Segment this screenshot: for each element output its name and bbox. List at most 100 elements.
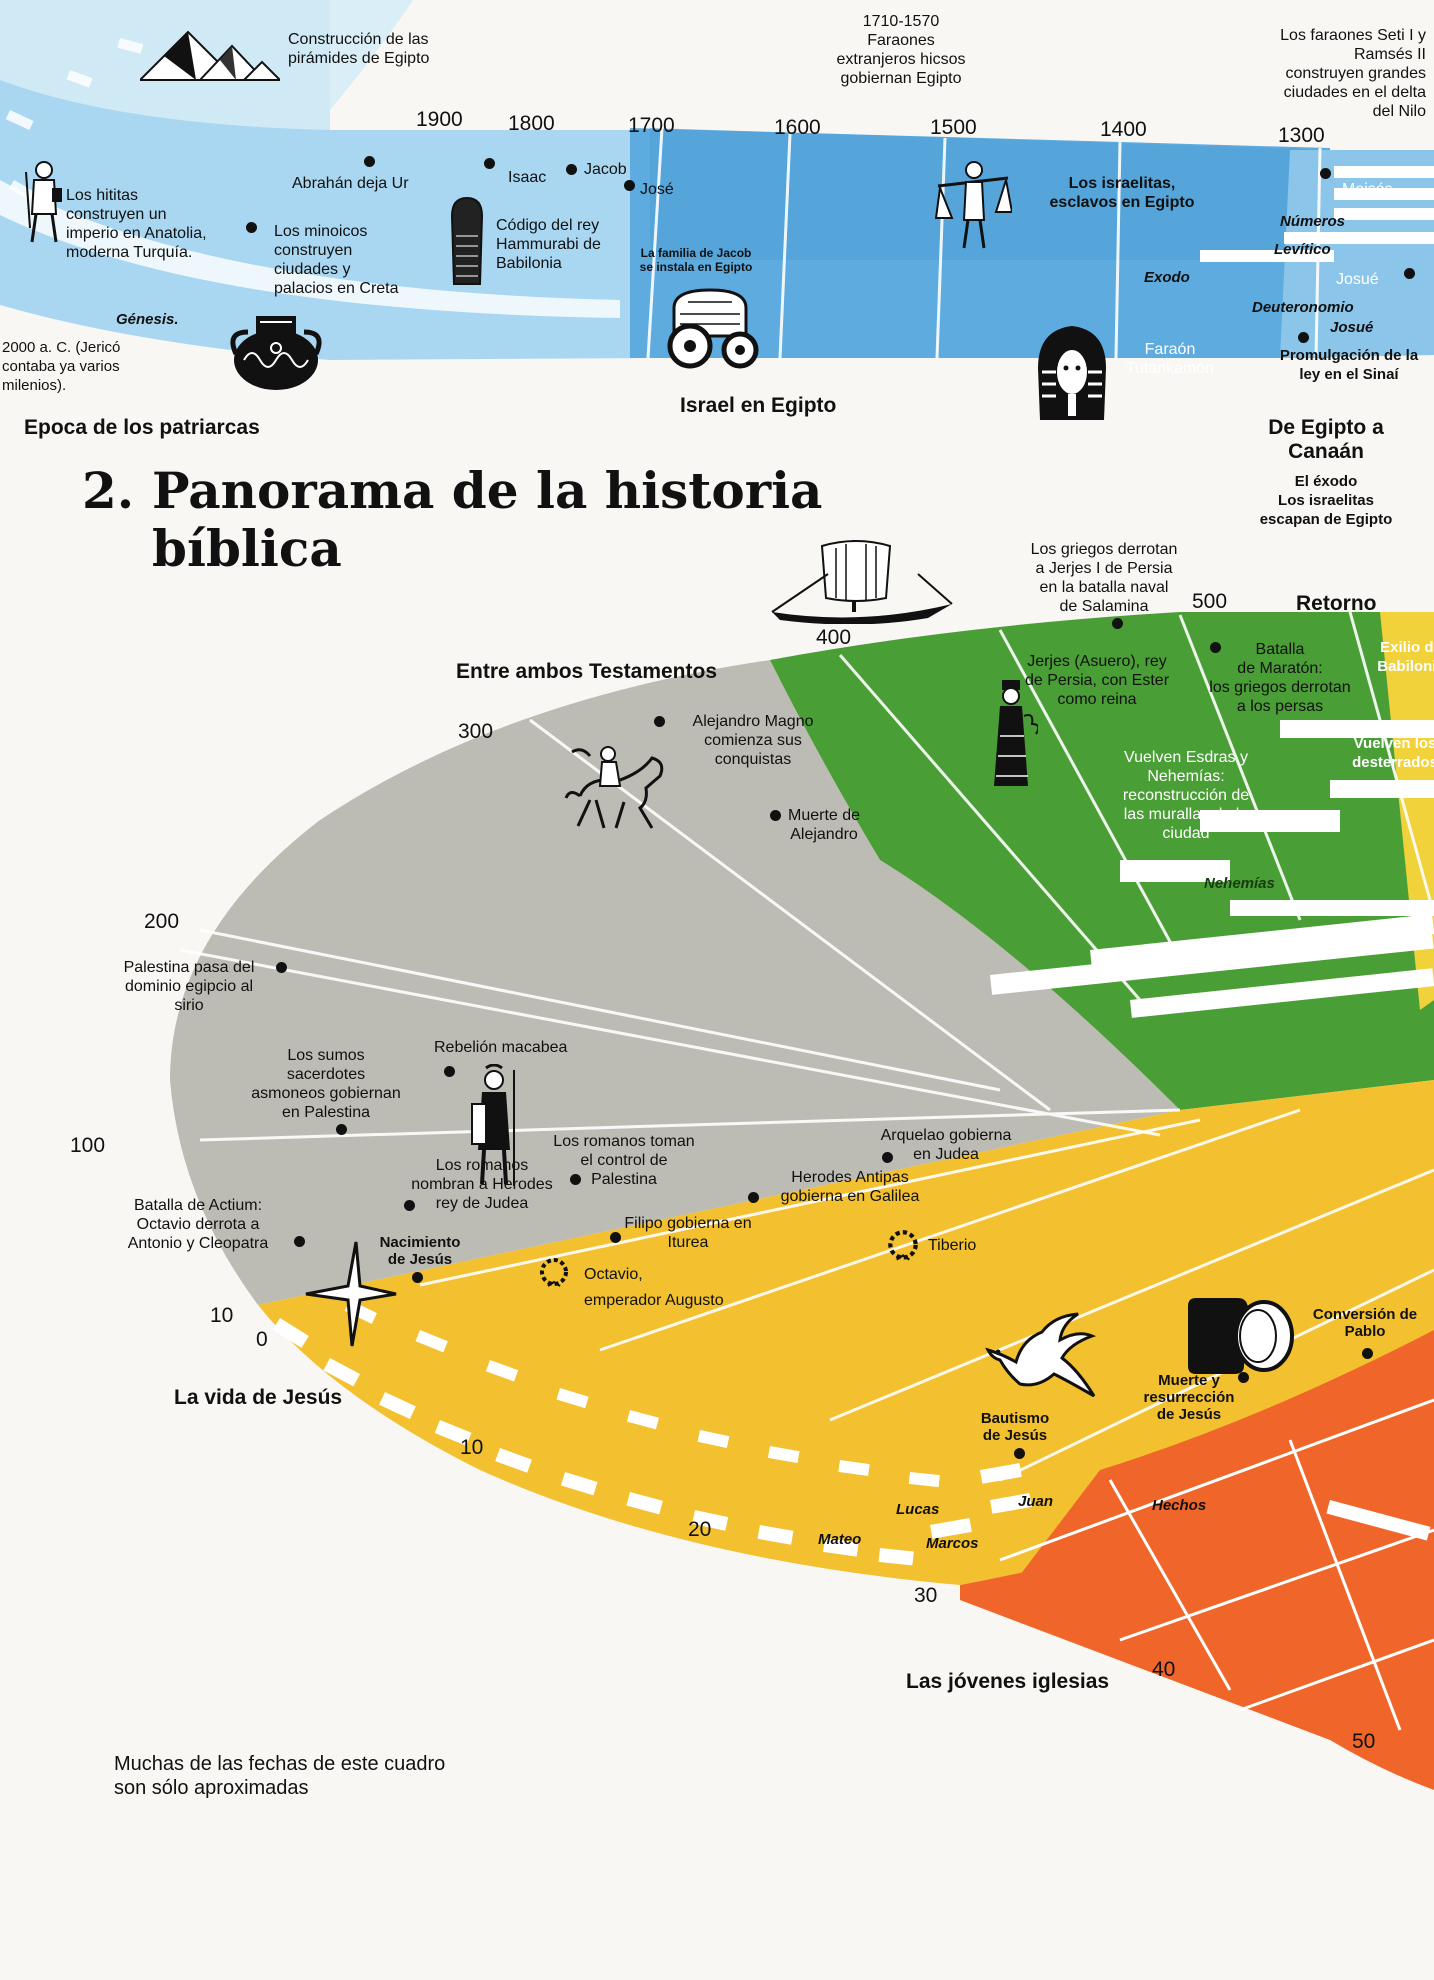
year-1400: 1400 [1100,118,1147,141]
book-mark: Marcos [926,1535,979,1552]
event-palestine: Palestina pasa del dominio egipcio al si… [123,959,255,1014]
book-numbers: Números [1280,213,1346,230]
wagon-icon [667,288,759,369]
event-tutankhamun: Faraón Tutankamón [1125,341,1215,377]
title-line-2: bíblica [152,519,342,578]
event-jacob-dot [566,164,577,175]
event-minoans-dot [246,222,257,233]
roman-soldier-icon [471,1064,515,1186]
dove-icon [985,1312,1097,1398]
event-romans-dot [570,1174,581,1185]
book-exodus: Exodo [1144,269,1190,286]
event-jericho: 2000 a. C. (Jericó contaba ya varios mil… [2,339,121,394]
pyramids-icon [140,30,280,81]
event-babylon-exile: Exilio de Babilonia [1377,639,1434,675]
book-acts: Hechos [1152,1497,1207,1514]
laurel-wreath-icon-2 [888,1230,918,1261]
event-hittites: Los hititas construyen un imperio en Ana… [66,187,207,261]
event-philip: Filipo gobierna en Iturea [624,1215,752,1251]
year-40: 40 [1152,1658,1176,1681]
year-300: 300 [458,720,494,743]
event-jacob-family: La familia de Jacob se instala en Egipto [639,246,753,274]
event-philip-dot [610,1232,621,1243]
event-law: Promulgación de la ley en el Sinaí [1279,347,1419,383]
book-joshua: Josué [1330,319,1374,336]
event-alexander-death: Muerte de Alejandro [788,807,861,843]
event-herod-dot [404,1200,415,1211]
star-icon [305,1241,397,1347]
event-baptism-dot [1014,1448,1025,1459]
event-hammurabi: Código del rey Hammurabi de Babilonia [496,217,601,272]
event-tiberius: Tiberio [928,1237,977,1254]
book-genesis: Génesis. [116,311,179,328]
event-seti: Los faraones Seti I y Ramsés II construy… [1280,27,1426,120]
title-number: 2. [82,461,135,520]
year-1900: 1900 [416,108,463,131]
laurel-wreath-icon [540,1258,568,1287]
event-birth: Nacimiento de Jesús [379,1234,461,1268]
title-line-1: Panorama de la historia [152,461,823,520]
bottom-year-lines [419,1108,1434,1482]
year-1300: 1300 [1278,124,1325,147]
church-bar [1326,1499,1431,1541]
event-birth-dot [412,1272,423,1283]
event-actium: Batalla de Actium: Octavio derrota a Ant… [127,1197,269,1252]
section-canaan: De Egipto a Canaán [1268,416,1384,463]
event-death-dot [1238,1372,1249,1383]
event-alexander: Alejandro Magno comienza sus conquistas [692,713,814,768]
event-jose-dot [624,180,635,191]
event-jacob: Jacob [584,161,627,178]
greek-ship-icon [771,540,953,624]
event-pyramids: Construcción de las pirámides de Egipto [288,31,430,67]
page-title: 2. Panorama de la historia bíblica [82,462,822,578]
event-moses-dot [1320,168,1331,179]
event-death: Muerte y resurrección de Jesús [1143,1372,1235,1423]
section-return: Retorno [1296,592,1377,615]
event-law-dot [1298,332,1309,343]
event-actium-dot [294,1236,305,1247]
book-leviticus: Levítico [1274,241,1331,258]
tomb-stone-icon [1188,1298,1294,1374]
year-10-bc: 10 [210,1304,234,1327]
event-ezra: Vuelven Esdras y Nehemías: reconstrucció… [1122,749,1250,842]
event-maccabees-dot [444,1066,455,1077]
hittite-warrior-icon [25,161,62,243]
event-exiles-return: Vuelven los desterrados [1352,735,1434,771]
year-400: 400 [816,626,852,649]
event-archelaus: Arquelao gobierna en Judea [880,1127,1012,1163]
event-augustus: Octavio, emperador Augusto [584,1266,724,1309]
event-isaac: Isaac [508,169,547,186]
event-alexander-dot [654,716,665,727]
event-xerxes: Jerjes (Asuero), rey de Persia, con Este… [1024,653,1170,708]
event-paul-dot [1362,1348,1373,1359]
book-luke: Lucas [896,1501,940,1518]
event-antipas-dot [748,1192,759,1203]
footnote: Muchas de las fechas de este cuadro son … [114,1753,446,1799]
year-20: 20 [688,1518,712,1541]
event-slaves: Los israelitas, esclavos en Egipto [1049,175,1195,211]
band-patriarchs-main [0,80,650,360]
event-hasmoneans: Los sumos sacerdotes asmoneos gobiernan … [251,1047,401,1121]
event-hyksos: 1710-1570 Faraones extranjeros hicsos go… [836,13,966,87]
horseman-icon [564,746,664,829]
year-30: 30 [914,1584,938,1607]
year-500: 500 [1192,590,1228,613]
tutankhamun-mask-icon [1038,326,1106,420]
event-herod: Los romanos nombran a Herodes rey de Jud… [411,1157,553,1212]
year-1700: 1700 [628,114,675,137]
band-curve-white [0,180,620,318]
event-romans: Los romanos toman el control de Palestin… [553,1133,695,1188]
event-hasmoneans-dot [336,1124,347,1135]
minoan-vase-icon [230,316,322,390]
section-jesus: La vida de Jesús [174,1386,343,1409]
year-50: 50 [1352,1730,1376,1753]
section-church: Las jóvenes iglesias [906,1670,1110,1693]
section-canaan-subtitle: El éxodo Los israelitas escapan de Egipt… [1259,473,1393,528]
event-marathon: Batalla de Maratón: los griegos derrotan… [1209,641,1351,715]
slave-carrier-icon [934,161,1012,249]
event-joshua: Josué [1336,271,1379,288]
event-moses: Moisés [1342,181,1393,198]
top-year-lines [646,127,1322,359]
book-nehemiah: Nehemías [1204,875,1275,892]
